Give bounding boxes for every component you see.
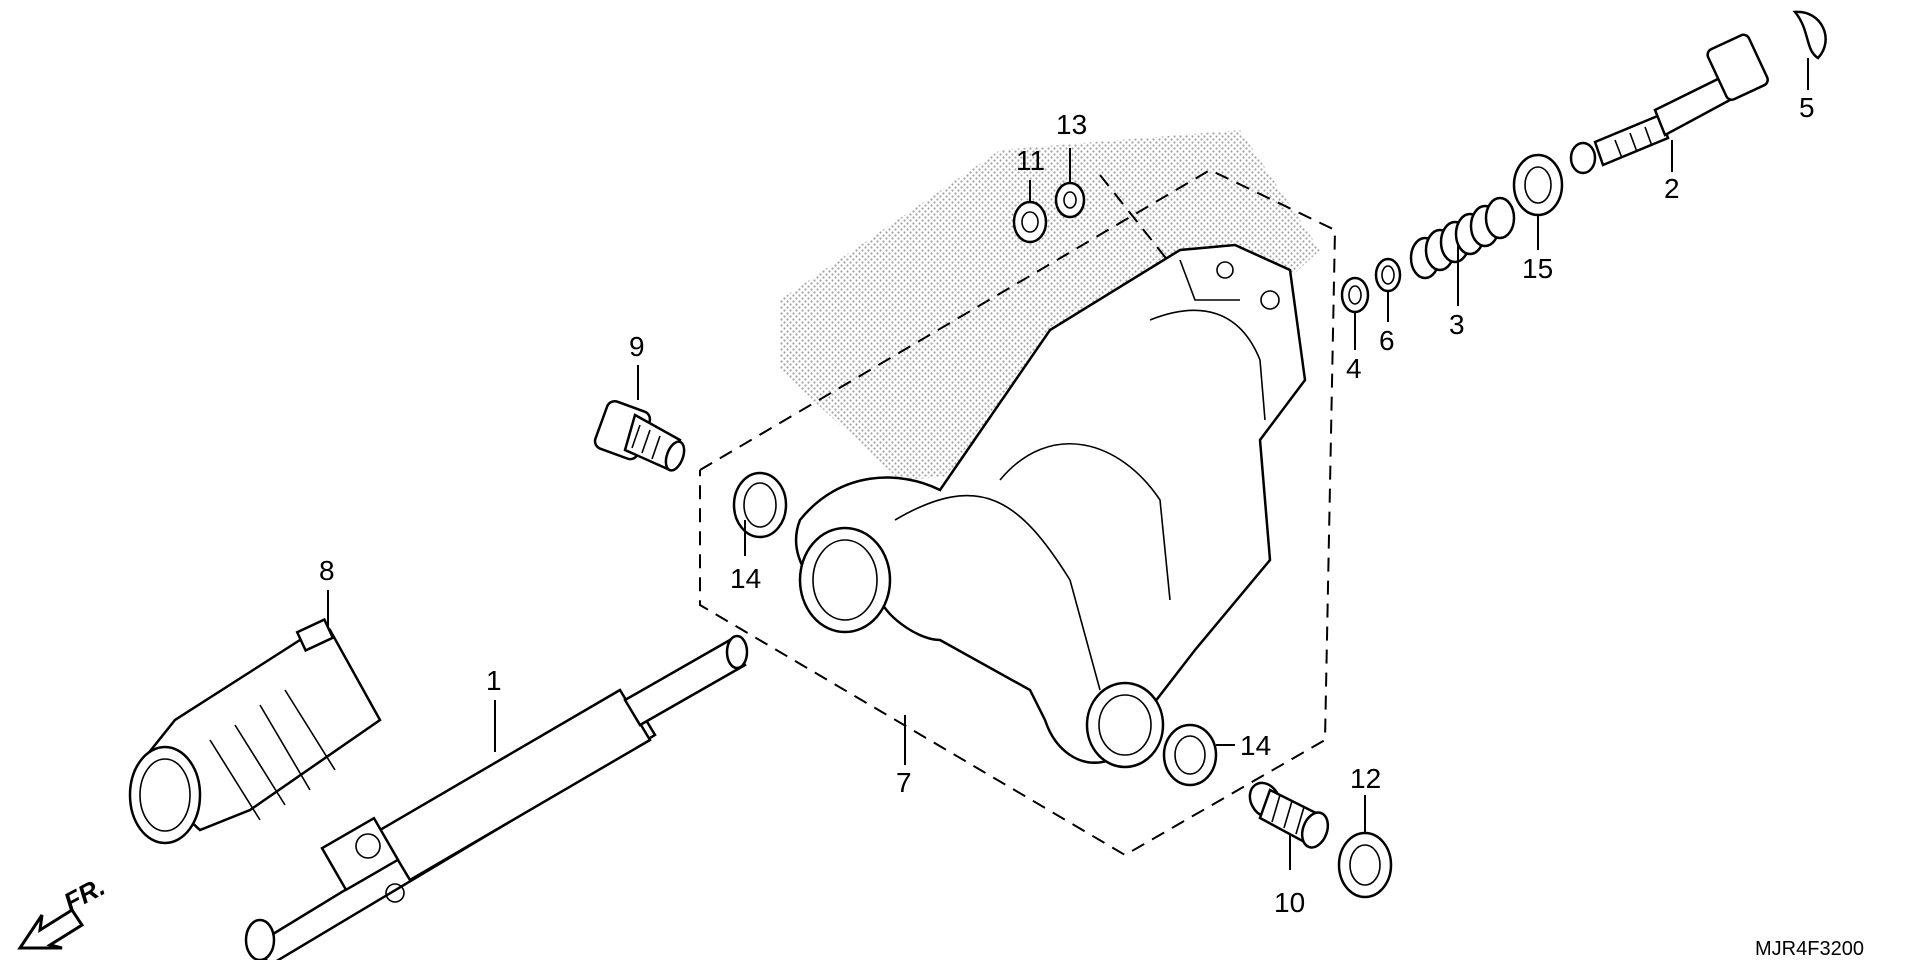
- callout-4: 4: [1346, 353, 1362, 384]
- callout-7: 7: [896, 767, 912, 798]
- callout-12: 12: [1350, 763, 1381, 794]
- callout-3: 3: [1449, 309, 1465, 340]
- callout-2: 2: [1664, 173, 1680, 204]
- washer-4: [1340, 276, 1370, 314]
- lock-nut-12: [1337, 831, 1393, 899]
- callout-8: 8: [319, 555, 335, 586]
- callout-10: 10: [1274, 887, 1305, 918]
- bearing-14-lower: [1162, 723, 1218, 787]
- front-label: FR.: [59, 871, 110, 917]
- callout-13: 13: [1056, 109, 1087, 140]
- oil-seal-15: [1512, 153, 1564, 217]
- spring-3: [1409, 196, 1516, 280]
- callout-5: 5: [1799, 92, 1815, 123]
- nut-11: [1012, 200, 1048, 244]
- drive-shaft: [244, 634, 749, 960]
- callout-14-upper: 14: [730, 563, 761, 594]
- front-arrow-icon: [17, 907, 85, 950]
- callout-labels: 1 2 3 4 5 6 7 8 9 10 11 12 13 14 14 15: [319, 92, 1815, 918]
- callout-14-lower: 14: [1240, 730, 1271, 761]
- circlip-5: [1792, 10, 1827, 60]
- pivot-bolt-9: [593, 399, 686, 472]
- bearing-14-upper: [732, 471, 788, 539]
- callout-6: 6: [1379, 325, 1395, 356]
- output-shaft-2: [1569, 33, 1769, 175]
- shading-area: [780, 130, 1320, 480]
- callout-15: 15: [1522, 253, 1553, 284]
- pivot-bolt-10: [1248, 781, 1330, 849]
- rubber-boot: [128, 617, 382, 845]
- assembly-boundary: [699, 168, 1337, 857]
- diagram-code: MJR4F3200: [1755, 938, 1864, 960]
- callout-11: 11: [1016, 145, 1045, 176]
- ring-6: [1374, 257, 1402, 293]
- front-direction-indicator: FR.: [17, 871, 110, 950]
- callout-9: 9: [629, 331, 645, 362]
- leader-lines: [327, 58, 1809, 870]
- swingarm: [794, 243, 1307, 769]
- washer-13: [1054, 181, 1086, 219]
- callout-1: 1: [486, 665, 502, 696]
